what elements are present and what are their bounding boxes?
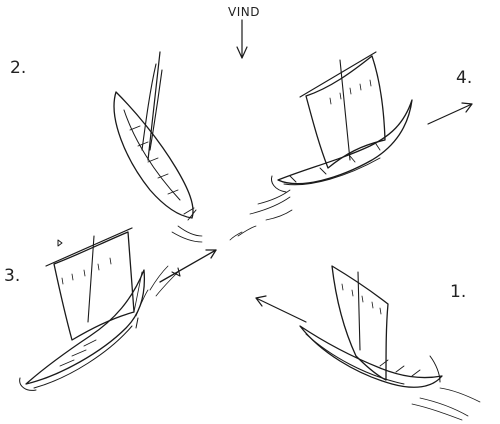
- ship-number-4: 4.: [456, 68, 473, 88]
- wave-strokes: [229, 225, 257, 241]
- ship-1-hull: [299, 325, 443, 388]
- ship-2-hull: [113, 91, 194, 219]
- ship-1: [299, 265, 481, 421]
- ship-2: [113, 51, 203, 243]
- wind-arrow-icon: [236, 19, 248, 59]
- ship-3-sail: [53, 231, 135, 341]
- heading-arrow-icon: [159, 249, 217, 283]
- ship-4-sail: [305, 55, 386, 169]
- heading-arrow-icon: [427, 102, 473, 125]
- ship-3-mast: [87, 235, 95, 323]
- ship-number-1: 1.: [450, 282, 467, 302]
- ship-4-mast: [339, 59, 351, 161]
- ship-3-hull: [25, 269, 146, 385]
- ship-4-yard: [299, 51, 377, 98]
- ship-number-2: 2.: [10, 58, 27, 78]
- ship-4-hull: [277, 99, 413, 185]
- ship-1-mast: [357, 271, 361, 351]
- ship-4: [249, 51, 413, 221]
- ship-3-yard: [45, 227, 133, 267]
- heading-arrow-icon: [255, 295, 307, 323]
- ship-2-mast: [147, 51, 161, 161]
- ship-number-3: 3.: [4, 266, 21, 286]
- wind-label: VIND: [228, 5, 260, 19]
- ship-3: [19, 227, 179, 391]
- ship-1-sail: [331, 265, 389, 381]
